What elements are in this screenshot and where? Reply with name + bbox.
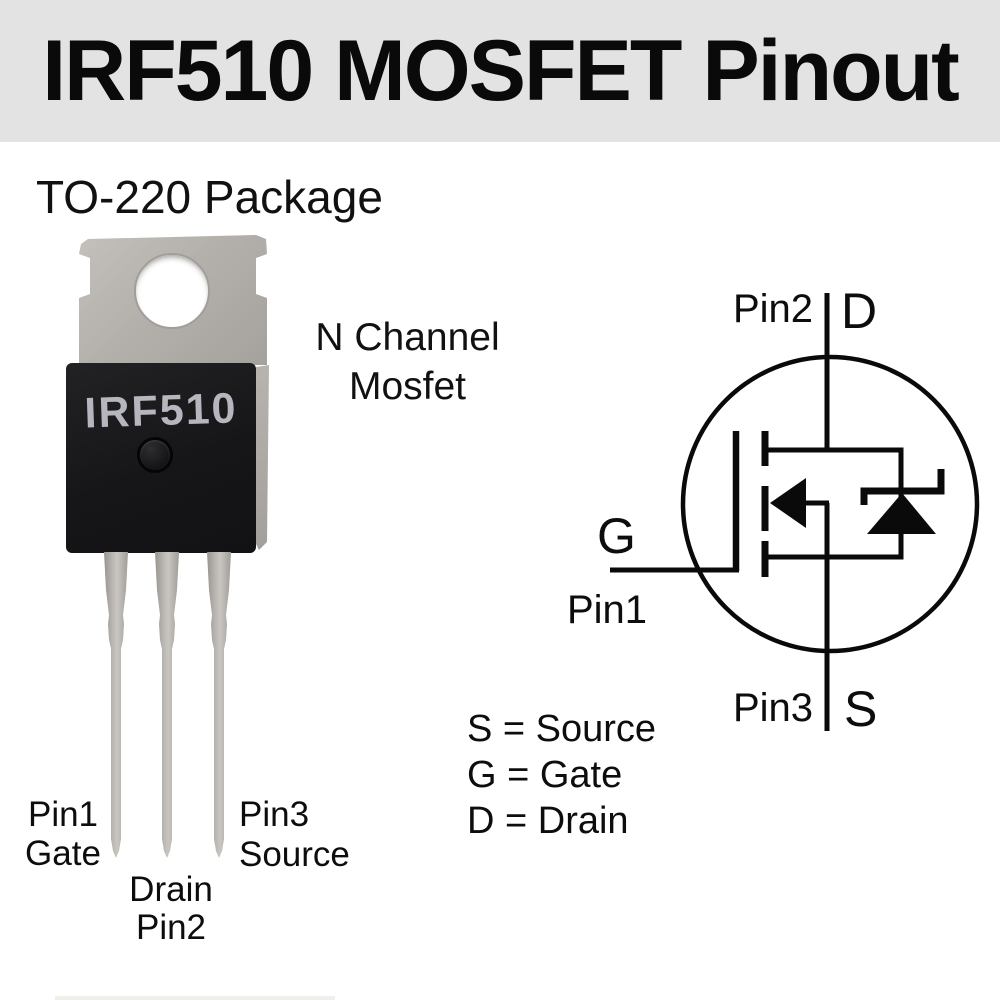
part-number-marking: IRF510 xyxy=(83,384,239,438)
legend: S = Source G = Gate D = Drain xyxy=(467,706,656,844)
legend-source: S = Source xyxy=(467,708,657,750)
pin2-number: Pin2 xyxy=(135,908,207,947)
metal-tab-edge xyxy=(256,365,269,550)
legend-gate: G = Gate xyxy=(467,754,623,796)
pin1-label-block: Pin1 Gate xyxy=(8,795,118,873)
ir-logo xyxy=(137,437,173,473)
diode-cathode-bar xyxy=(860,469,945,505)
pin2-label-block: Drain Pin2 xyxy=(96,871,246,947)
pin1-name: Gate xyxy=(25,834,101,873)
pin3-label-block: Pin3 Source xyxy=(239,795,409,875)
lead-drain xyxy=(155,552,179,858)
schematic-source-letter: S xyxy=(844,681,878,737)
pin3-number: Pin3 xyxy=(239,795,310,834)
package-body: IRF510 xyxy=(66,363,256,553)
schematic-gate-letter: G xyxy=(597,508,636,564)
substrate-arrow xyxy=(770,478,806,528)
pin3-name: Source xyxy=(239,835,350,874)
device-type-line1: N Channel xyxy=(315,316,500,359)
pin1-number: Pin1 xyxy=(27,795,99,834)
schematic-pin1-label: Pin1 xyxy=(566,588,648,632)
schematic-drain-letter: D xyxy=(841,283,878,339)
page-title: IRF510 MOSFET Pinout xyxy=(42,22,960,119)
bottom-edge-artifact xyxy=(55,996,335,1000)
device-type-label: N Channel Mosfet xyxy=(300,313,515,411)
title-banner: IRF510 MOSFET Pinout xyxy=(0,0,1000,142)
mounting-hole xyxy=(134,253,210,329)
diode-triangle xyxy=(867,493,936,534)
package-type-label: TO-220 Package xyxy=(36,171,383,223)
schematic-pin3-label: Pin3 xyxy=(732,686,813,730)
pin2-name: Drain xyxy=(129,870,213,909)
legend-drain: D = Drain xyxy=(467,800,629,842)
symbol-circle xyxy=(680,354,980,654)
device-type-line2: Mosfet xyxy=(348,365,467,408)
drain-source-rails xyxy=(765,447,904,560)
lead-source xyxy=(207,552,231,858)
schematic-pin2-label: Pin2 xyxy=(732,287,813,331)
